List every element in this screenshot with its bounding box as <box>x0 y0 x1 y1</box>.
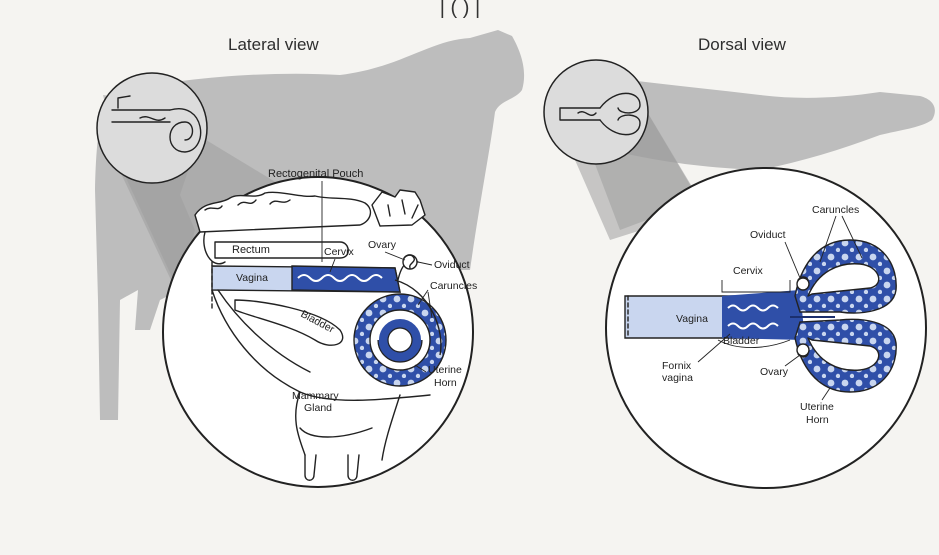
label-rectum: Rectum <box>232 244 270 256</box>
label-uterine-horn-lateral-1: Uterine <box>428 364 462 376</box>
label-rectogenital-pouch: Rectogenital Pouch <box>268 168 363 180</box>
label-uterine-horn-lateral-2: Horn <box>434 377 457 389</box>
label-bladder-dorsal: Bladder <box>723 335 760 347</box>
dorsal-view-panel: Dorsal view Caruncles Oviduct Cervix Vag… <box>544 35 935 488</box>
label-cervix-dorsal: Cervix <box>733 265 764 277</box>
label-fornix-vagina-2: vagina <box>662 372 693 384</box>
label-cervix-lateral: Cervix <box>324 246 355 258</box>
lateral-view-title: Lateral view <box>228 35 319 54</box>
label-oviduct-dorsal: Oviduct <box>750 229 786 241</box>
label-oviduct-lateral: Oviduct <box>434 259 470 271</box>
label-uterine-horn-dorsal-2: Horn <box>806 414 829 426</box>
cervix-dorsal <box>722 290 805 340</box>
label-ovary-lateral: Ovary <box>368 239 397 251</box>
dorsal-view-title: Dorsal view <box>698 35 787 54</box>
label-uterine-horn-dorsal-1: Uterine <box>800 401 834 413</box>
label-vagina-lateral: Vagina <box>236 272 268 284</box>
lateral-view-panel: Lateral view Rectogenital Pouch Rectum C… <box>95 30 524 487</box>
label-ovary-dorsal: Ovary <box>760 366 789 378</box>
label-mammary-gland-1: Mammary <box>292 390 339 402</box>
label-caruncles-lateral: Caruncles <box>430 280 477 292</box>
label-mammary-gland-2: Gland <box>304 402 332 414</box>
inset-circle-lateral <box>97 73 207 183</box>
label-fornix-vagina-1: Fornix <box>662 360 692 372</box>
header-fragment: | ( ) | <box>440 0 480 19</box>
label-caruncles-dorsal: Caruncles <box>812 204 859 216</box>
label-vagina-dorsal: Vagina <box>676 313 708 325</box>
